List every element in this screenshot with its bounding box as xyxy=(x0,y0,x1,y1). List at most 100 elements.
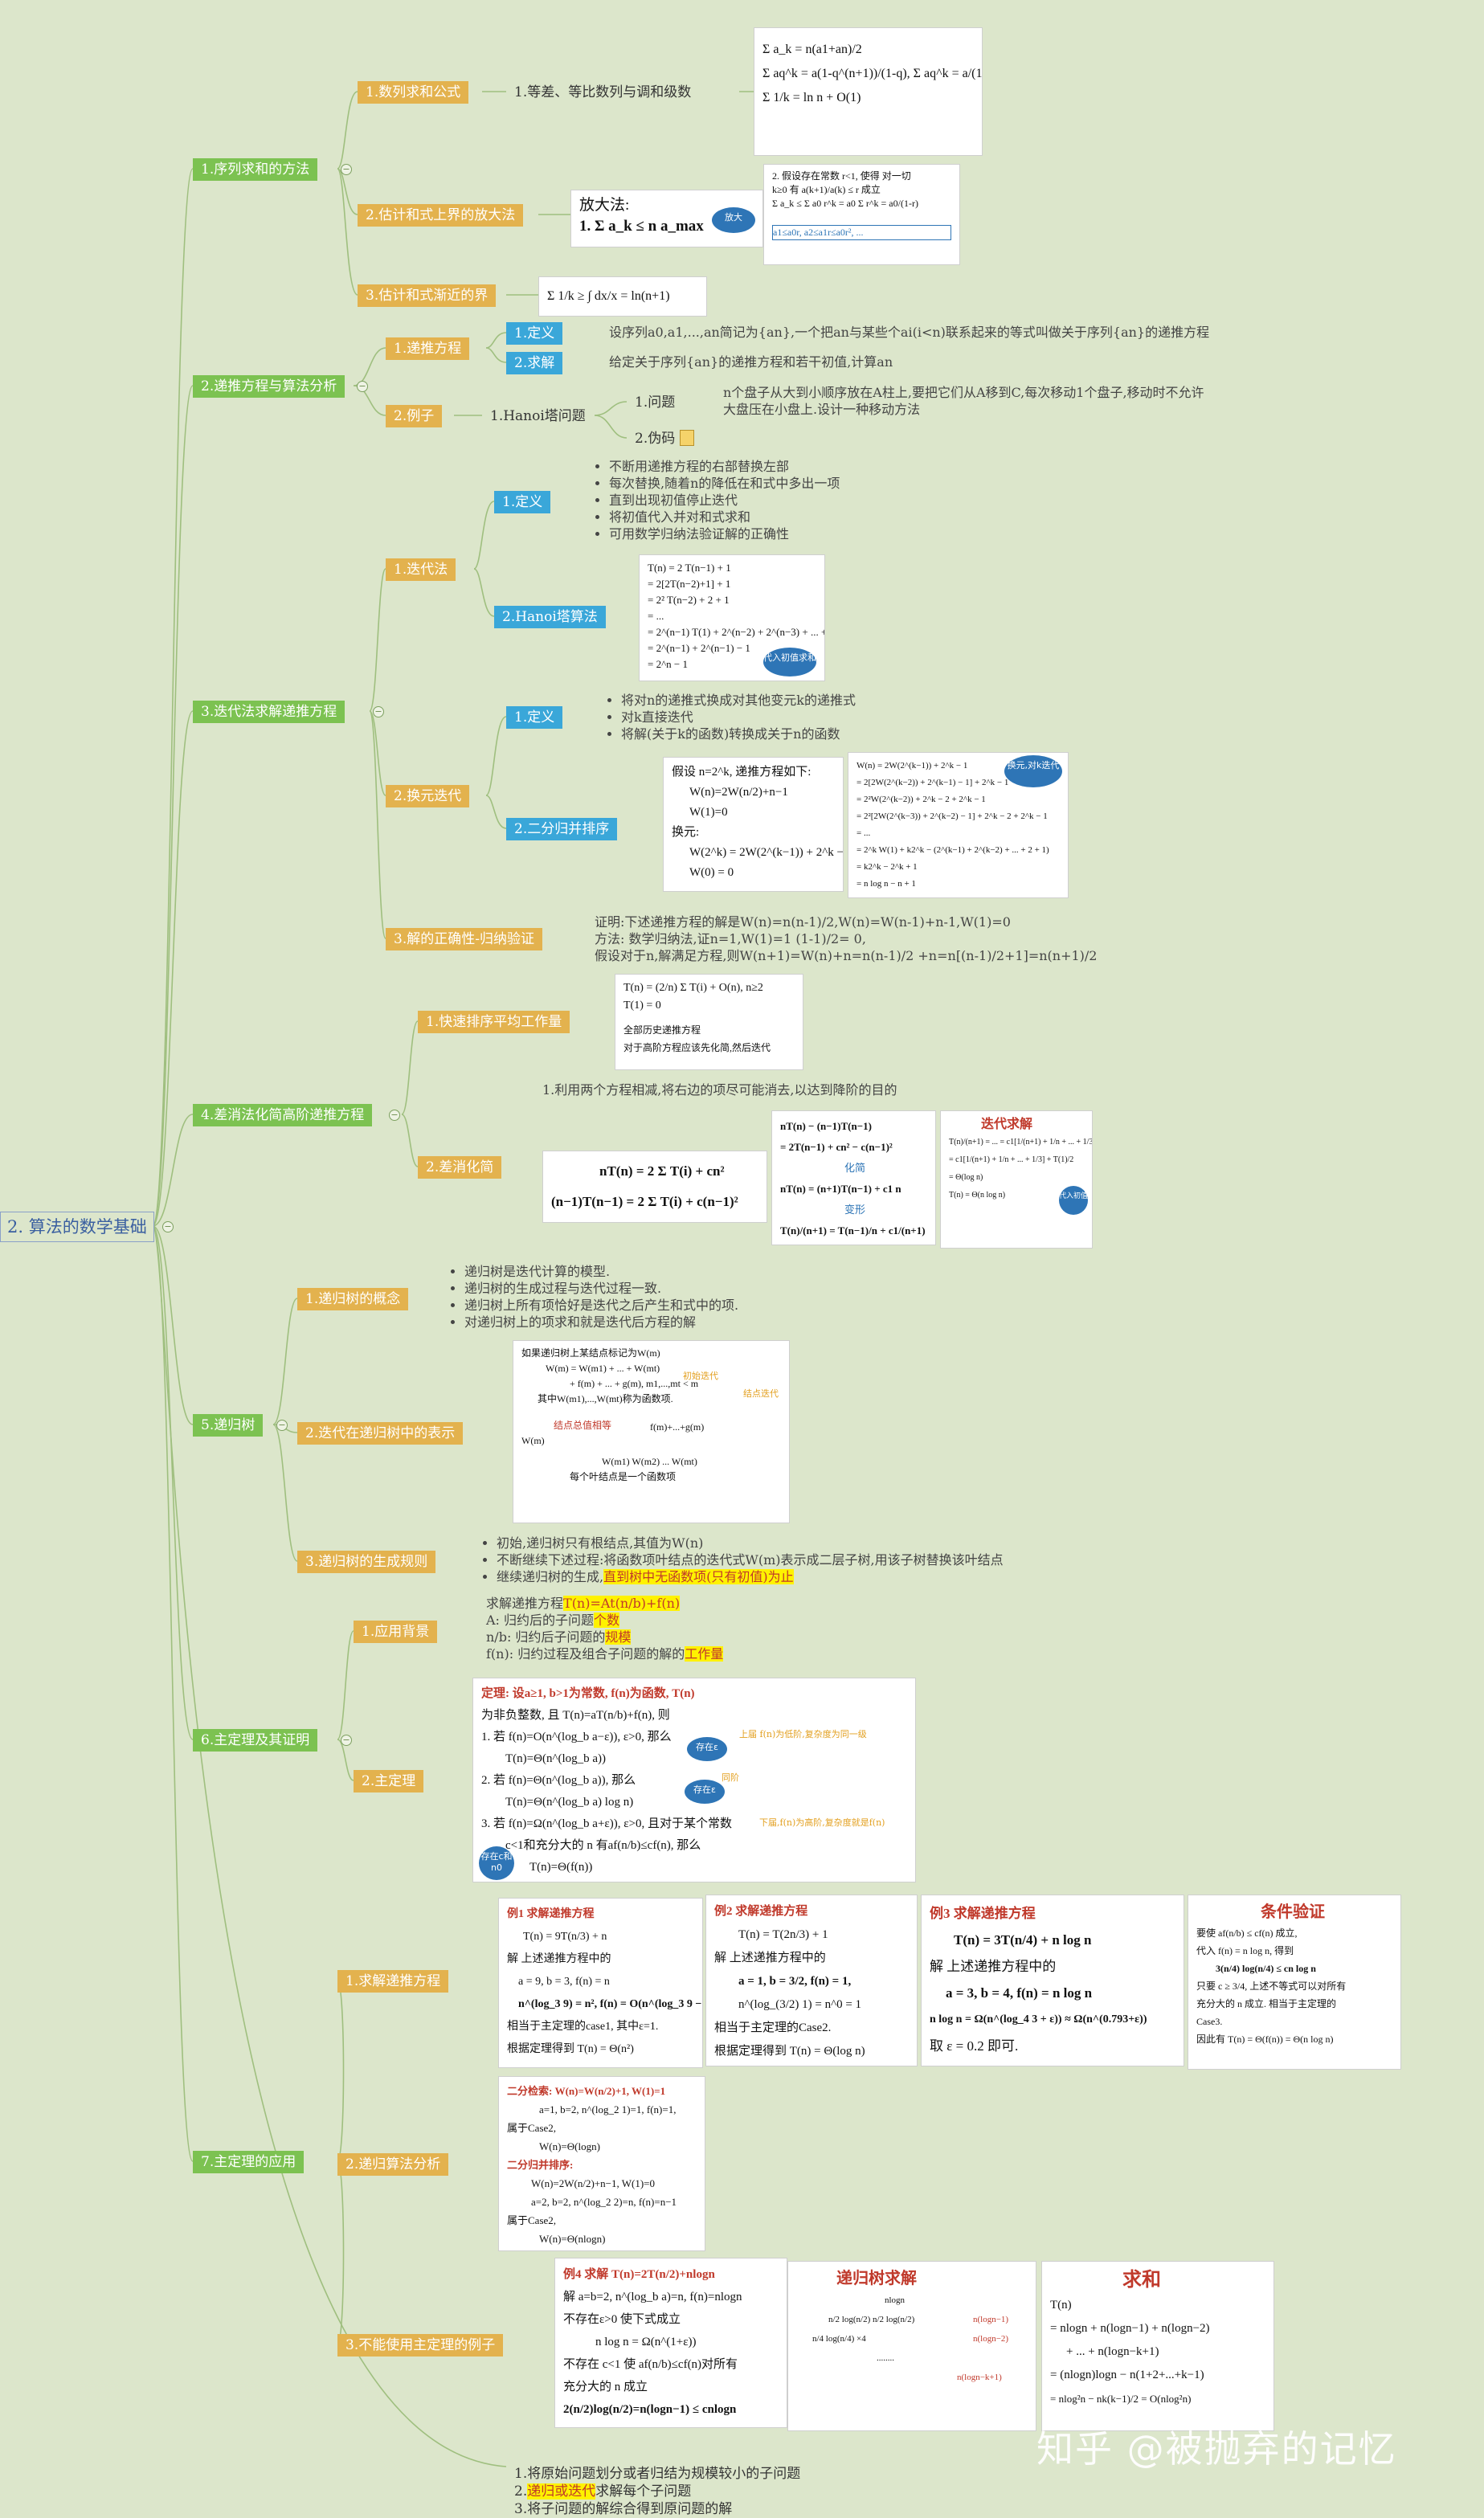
collapse-toggle-icon[interactable]: − xyxy=(341,164,352,175)
collapse-toggle-icon[interactable]: − xyxy=(341,1735,352,1746)
collapse-toggle-icon[interactable]: − xyxy=(162,1221,174,1232)
node-magnify-method[interactable]: 2.估计和式上界的放大法 xyxy=(358,204,524,227)
node-arith-geo-harmonic[interactable]: 1.等差、等比数列与调和级数 xyxy=(514,84,692,100)
diff-line: (n−1)T(n−1) = 2 Σ T(i) + c(n−1)² xyxy=(551,1194,738,1209)
node-examples[interactable]: 2.例子 xyxy=(386,405,443,427)
check-line: Case3. xyxy=(1196,2016,1223,2027)
quick-line: T(1) = 0 xyxy=(623,999,661,1012)
node-induction-verify[interactable]: 3.解的正确性-归纳验证 xyxy=(386,928,542,950)
tree-line: f(m)+...+g(m) xyxy=(650,1421,705,1433)
branch-sum-methods[interactable]: 1.序列求和的方法 xyxy=(193,158,318,181)
hanoi-note-line: n个盘子从大到小顺序放在A柱上,要把它们从A移到C,每次移动1个盘子,移动时不允… xyxy=(723,385,1204,400)
branch-iteration-method[interactable]: 3.迭代法求解递推方程 xyxy=(193,701,345,723)
node-definition[interactable]: 1.定义 xyxy=(506,322,563,345)
node-recurrence-equation[interactable]: 1.递推方程 xyxy=(386,337,470,360)
formula-line: Σ 1/k = ln n + O(1) xyxy=(762,91,861,104)
node-tree-concept[interactable]: 1.递归树的概念 xyxy=(297,1288,409,1310)
magnify-title: 放大法: xyxy=(579,197,630,214)
algo-line: 二分检索: W(n)=W(n/2)+1, W(1)=1 xyxy=(507,2085,666,2097)
algo-line: 属于Case2, xyxy=(507,2122,557,2134)
quick-line: T(n) = (2/n) Σ T(i) + O(n), n≥2 xyxy=(623,982,763,994)
diff-line: 化简 xyxy=(844,1162,866,1174)
ex-line: 不存在 c<1 使 af(n/b)≤cf(n)对所有 xyxy=(563,2358,738,2371)
node-merge-sort[interactable]: 2.二分归并排序 xyxy=(506,818,618,840)
induction-line: 假设对于n,解满足方程,则W(n+1)=W(n)+n=n(n-1)/2 +n=n… xyxy=(595,948,1098,963)
substitution-bubble: 换元,对k迭代 xyxy=(1004,755,1062,787)
branch-difference-method[interactable]: 4.差消法化简高阶递推方程 xyxy=(193,1104,373,1126)
collapse-toggle-icon[interactable]: − xyxy=(373,706,384,717)
branch-recurrence-analysis[interactable]: 2.递推方程与算法分析 xyxy=(193,375,345,398)
summary-line: 1.将原始问题划分或者归结为规模较小的子问题 xyxy=(514,2466,801,2482)
node-substitution-definition[interactable]: 1.定义 xyxy=(506,706,563,729)
diff-line: = c1[1/(n+1) + 1/n + ... + 1/3] + T(1)/2 xyxy=(949,1155,1074,1164)
ex-line: 解 上述递推方程中的 xyxy=(714,1952,826,1964)
formula-line: Σ a_k = n(a1+an)/2 xyxy=(762,43,862,56)
tree-concept-points: 递归树是迭代计算的模型. 递归树的生成过程与迭代过程一致. 递归树上所有项恰好是… xyxy=(450,1263,738,1331)
algo-line: W(n)=2W(n/2)+n−1, W(1)=0 xyxy=(531,2177,655,2189)
hanoi-line: = 2^(n−1) + 2^(n−1) − 1 xyxy=(648,642,750,654)
point-item: 将对n的递推式换成对其他变元k的递推式 xyxy=(621,692,856,709)
quick-line: 全部历史递推方程 xyxy=(623,1024,701,1036)
collapse-toggle-icon[interactable]: − xyxy=(276,1420,288,1431)
node-difference-simplify[interactable]: 2.差消化简 xyxy=(418,1156,502,1179)
node-solve-recurrence[interactable]: 1.求解递推方程 xyxy=(337,1970,449,1993)
node-pseudocode[interactable]: 2.伪码 xyxy=(635,431,676,447)
collapse-toggle-icon[interactable]: − xyxy=(357,381,368,392)
algo-line: a=1, b=2, n^(log_2 1)=1, f(n)=1, xyxy=(539,2103,677,2115)
background-line: 求解递推方程T(n)=At(n/b)+f(n) xyxy=(486,1596,681,1611)
subst-line: 假设 n=2^k, 递推方程如下: xyxy=(672,766,811,779)
ex-line: 根据定理得到 T(n) = Θ(log n) xyxy=(714,2045,865,2058)
point-item: 直到出现初值停止迭代 xyxy=(609,492,840,509)
collapse-toggle-icon[interactable]: − xyxy=(389,1110,400,1121)
subst-line: W(n)=2W(n/2)+n−1 xyxy=(689,786,788,799)
master-line: 为非负整数, 且 T(n)=aT(n/b)+f(n), 则 xyxy=(481,1709,670,1722)
ex-line: 例1 求解递推方程 xyxy=(507,1908,595,1920)
node-hanoi-problem[interactable]: 1.Hanoi塔问题 xyxy=(490,408,586,424)
card-magnify: 放大法: 1. Σ a_k ≤ n a_max xyxy=(570,190,763,247)
node-problem[interactable]: 1.问题 xyxy=(635,394,676,411)
summary-line: 2.递归或迭代求解每个子问题 xyxy=(514,2483,692,2500)
diff-line: = Θ(log n) xyxy=(949,1173,983,1182)
ratio-line: Σ a_k ≤ Σ a0 r^k = a0 Σ r^k = a0/(1-r) xyxy=(772,198,918,209)
ratio-line: a1≤a0r, a2≤a1r≤a0r², ... xyxy=(772,225,951,240)
node-iteration[interactable]: 1.迭代法 xyxy=(386,558,456,581)
point-item: 将解(关于k的函数)转换成关于n的函数 xyxy=(621,726,856,742)
node-sum-formulas[interactable]: 1.数列求和公式 xyxy=(358,81,469,104)
node-tree-representation[interactable]: 2.迭代在递归树中的表示 xyxy=(297,1422,464,1445)
node-background[interactable]: 1.应用背景 xyxy=(354,1621,438,1643)
difference-bubble: 代入初值 xyxy=(1059,1186,1088,1215)
node-asymptotic-bound[interactable]: 3.估计和式渐近的界 xyxy=(358,284,497,307)
point-item: 可用数学归纳法验证解的正确性 xyxy=(609,525,840,542)
diff-line: 迭代求解 xyxy=(981,1118,1033,1131)
check-line: 充分大的 n 成立. 相当于主定理的 xyxy=(1196,1998,1337,2009)
node-solve[interactable]: 2.求解 xyxy=(506,352,563,374)
node-substitution[interactable]: 2.换元迭代 xyxy=(386,785,470,807)
master-line: T(n)=Θ(f(n)) xyxy=(529,1861,593,1874)
note-icon[interactable] xyxy=(680,430,694,446)
sum-line: = (nlogn)logn − n(1+2+...+k−1) xyxy=(1050,2369,1204,2381)
subst-line: W(2^k) = 2W(2^(k−1)) + 2^k − 1 xyxy=(689,846,844,859)
branch-master-theorem[interactable]: 6.主定理及其证明 xyxy=(193,1729,318,1752)
root-node[interactable]: 2. 算法的数学基础 xyxy=(0,1212,154,1242)
node-hanoi-algorithm[interactable]: 2.Hanoi塔算法 xyxy=(494,606,606,628)
branch-master-application[interactable]: 7.主定理的应用 xyxy=(193,2151,305,2173)
master-note: 同阶 xyxy=(722,1772,739,1783)
tree-line: W(m) xyxy=(521,1435,545,1446)
induction-line: 证明:下述递推方程的解是W(n)=n(n-1)/2,W(n)=W(n-1)+n-… xyxy=(595,914,1011,930)
diff-line: nT(n) − (n−1)T(n−1) xyxy=(780,1120,872,1132)
difference-note: 1.利用两个方程相减,将右边的项尽可能消去,以达到降阶的目的 xyxy=(542,1082,897,1098)
summary-line: 3.将子问题的解综合得到原问题的解 xyxy=(514,2501,733,2517)
master-line: 3. 若 f(n)=Ω(n^(log_b a+ε)), ε>0, 且对于某个常数 xyxy=(481,1817,732,1830)
sum-line: 求和 xyxy=(1122,2270,1161,2291)
node-master-theorem[interactable]: 2.主定理 xyxy=(354,1770,424,1792)
node-iteration-definition[interactable]: 1.定义 xyxy=(494,491,551,513)
formula-line: Σ aq^k = a(1-q^(n+1))/(1-q), Σ aq^k = a/… xyxy=(762,67,983,80)
node-algorithm-analysis[interactable]: 2.递归算法分析 xyxy=(337,2153,449,2176)
ex-line: 相当于主定理的Case2. xyxy=(714,2021,832,2034)
branch-recursion-tree[interactable]: 5.递归树 xyxy=(193,1414,264,1437)
node-tree-rules[interactable]: 3.递归树的生成规则 xyxy=(297,1551,436,1573)
node-not-applicable[interactable]: 3.不能使用主定理的例子 xyxy=(337,2334,504,2357)
solve-note: 给定关于序列{an}的递推方程和若干初值,计算an xyxy=(609,354,893,370)
master-line: 定理: 设a≥1, b>1为常数, f(n)为函数, T(n) xyxy=(481,1687,695,1700)
node-quicksort-average[interactable]: 1.快速排序平均工作量 xyxy=(418,1011,570,1033)
